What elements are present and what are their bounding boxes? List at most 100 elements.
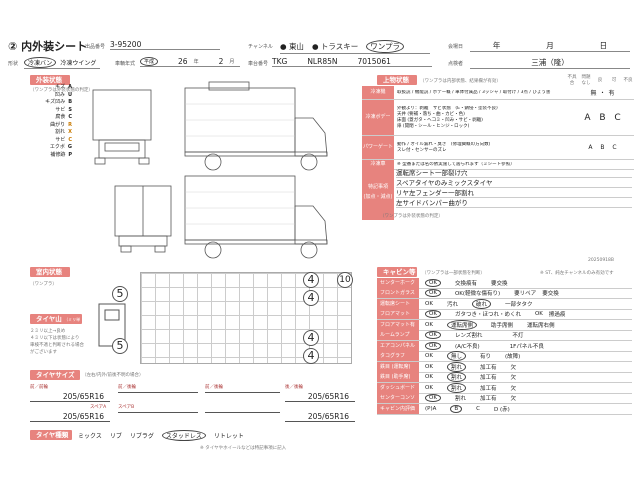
cabin-option[interactable]: 一部タタク bbox=[504, 301, 533, 308]
legend-label: サビ bbox=[55, 136, 66, 143]
front-rear-tire-label: 前／後輪 bbox=[118, 385, 136, 390]
cabin-option[interactable]: OK bbox=[425, 341, 441, 350]
cabin-option[interactable]: C bbox=[476, 405, 480, 412]
top-status-row: 冷凍ボデー外観より：剥離 サビ状態 (E・錆侵・塗装不良) 天井 (要補・落ち・… bbox=[362, 100, 634, 136]
tire-type-option[interactable]: スタッドレス bbox=[161, 430, 206, 441]
cabin-option[interactable]: 助手席側 bbox=[490, 322, 513, 329]
model-label: 車台番号 bbox=[248, 61, 269, 67]
cabin-heading: キャビン等 bbox=[377, 267, 417, 277]
cabin-option[interactable]: OK bbox=[425, 363, 433, 370]
cabin-option[interactable]: 運転席側 bbox=[446, 319, 477, 330]
special-note-line: 左サイドバンパー曲がり bbox=[396, 198, 632, 208]
cabin-row-label: タコグラフ bbox=[377, 351, 419, 362]
cabin-right-note: ※ ST、純左チャンネルのみ有効です bbox=[540, 271, 614, 276]
cabin-row-label: 鉄目 (運転席) bbox=[377, 361, 419, 372]
cabin-option[interactable]: 加工有 bbox=[479, 364, 497, 371]
cabin-option[interactable]: OK bbox=[425, 353, 433, 360]
cabin-option[interactable]: 加工有 bbox=[479, 396, 497, 403]
cabin-option[interactable]: OK bbox=[425, 278, 441, 287]
cabin-option[interactable]: OK bbox=[425, 310, 441, 319]
tire-depth-rear-left-inner: 4 bbox=[303, 290, 319, 306]
tire-type-option[interactable]: リブ bbox=[109, 433, 122, 440]
tire-size-rear-right: 205/65R16 bbox=[285, 392, 355, 402]
form-version: 20250918B bbox=[588, 258, 614, 263]
cabin-option[interactable]: 欠 bbox=[510, 375, 516, 382]
tire-size-spare-b bbox=[118, 412, 198, 413]
top-col-header: 不具合 bbox=[567, 75, 577, 86]
top-status-result[interactable]: A B C bbox=[584, 112, 624, 123]
cabin-option[interactable]: 破れ bbox=[471, 298, 491, 309]
cabin-option[interactable]: ガタつき・ほつれ・めくれ bbox=[454, 312, 521, 319]
cabin-option[interactable]: OK bbox=[425, 331, 441, 340]
top-status-note: （ワンプラは内部状態、結果欄が有効） bbox=[420, 79, 501, 84]
top-status-text: ※ 型番または名の依実施して居られます（ミシート参照） bbox=[397, 161, 515, 167]
cabin-option[interactable]: 要交換 bbox=[542, 291, 559, 298]
channel-wanpura[interactable]: ワンプラ bbox=[366, 40, 405, 53]
top-status-row: 冷凍機取扱説 / 機能説 / ボデー概 / 車体付属品 / 3ッシャ / 取付け… bbox=[362, 86, 634, 100]
top-status-result[interactable]: 無・有 bbox=[590, 90, 618, 97]
legend-label: サビ bbox=[55, 106, 66, 113]
cabin-option[interactable]: 加工有 bbox=[479, 375, 497, 382]
cabin-option[interactable]: OK bbox=[425, 300, 433, 307]
tire-type-label: タイヤ種類 bbox=[30, 430, 72, 440]
cabin-option[interactable]: D (赤) bbox=[494, 406, 510, 413]
cabin-option[interactable]: 要交換 bbox=[490, 280, 508, 287]
cabin-option[interactable]: OK bbox=[425, 394, 441, 403]
cabin-option[interactable]: (A/C不良) bbox=[454, 343, 480, 350]
interior-heading: 室内状態 bbox=[30, 267, 70, 277]
tire-type-option[interactable]: リブラグ bbox=[129, 433, 154, 440]
cabin-option[interactable]: レンズ割れ bbox=[454, 333, 483, 340]
cabin-option[interactable]: 加工有 bbox=[479, 385, 497, 392]
cabin-option[interactable]: (P)A bbox=[425, 405, 437, 412]
date-fields: 年月日 bbox=[470, 40, 630, 52]
cabin-option[interactable]: 割れ bbox=[446, 361, 466, 372]
cabin-option[interactable]: 運転席右側 bbox=[526, 322, 555, 329]
top-status-text: 取扱説 / 機能説 / ボデー概 / 車体付属品 / 3ッシャ / 取付け / … bbox=[397, 89, 551, 95]
tire-type-option[interactable]: リトレット bbox=[213, 433, 244, 440]
cabin-option[interactable]: 不灯 bbox=[512, 333, 524, 340]
cabin-option[interactable]: 1Fパネル不良 bbox=[509, 343, 544, 350]
cabin-option[interactable]: 割れ bbox=[446, 382, 466, 393]
tire-type-option[interactable]: ミックス bbox=[78, 433, 102, 440]
legend-label: 割れ bbox=[55, 129, 66, 135]
cabin-option[interactable]: 欠 bbox=[510, 385, 516, 392]
tire-size-extra-1 bbox=[205, 412, 280, 413]
cabin-row-label: ダッシュボード bbox=[377, 382, 419, 393]
cabin-option[interactable]: 汚れ bbox=[446, 301, 458, 308]
cabin-option[interactable]: OK(軽微な傷有り) bbox=[454, 291, 501, 298]
channel-higashiyama[interactable]: ● 東山 bbox=[280, 42, 304, 51]
cabin-option[interactable]: 割れ bbox=[446, 372, 466, 383]
cabin-option[interactable]: OK bbox=[425, 289, 441, 298]
cabin-option[interactable]: OK bbox=[425, 384, 433, 391]
tire-depth-note-line: ２ミリ以上→良め bbox=[30, 329, 66, 334]
cabin-row: フロアマット OK ガタつき・ほつれ・めくれ OK 擦過痕 bbox=[377, 309, 632, 320]
cabin-row-label: フロアマット bbox=[377, 309, 419, 320]
cabin-option[interactable]: OK bbox=[534, 311, 543, 318]
cabin-option[interactable]: OK bbox=[425, 321, 433, 328]
cabin-option[interactable]: 欠 bbox=[510, 396, 516, 403]
cabin-option[interactable]: 交換痕有 bbox=[454, 280, 477, 287]
channel-truskey[interactable]: ● トラスキー bbox=[311, 42, 359, 51]
cabin-option[interactable]: 要リペア bbox=[514, 291, 537, 298]
tire-depth-note-line: がございます bbox=[30, 350, 57, 355]
cabin-row: ダッシュボード OK 割れ 加工有 欠 bbox=[377, 382, 632, 394]
cabin-option[interactable]: B bbox=[450, 404, 463, 413]
cabin-option[interactable]: OK bbox=[425, 374, 433, 381]
cabin-option[interactable]: 割れ bbox=[454, 396, 466, 403]
top-status-result[interactable]: A B C bbox=[588, 144, 620, 151]
vehicle-diagram bbox=[92, 81, 328, 259]
exterior-note: （ワンプラは外装状態の判定） bbox=[30, 88, 93, 93]
cabin-option[interactable]: 無し bbox=[446, 351, 466, 362]
tire-type-options: ミックスリブリブラグスタッドレスリトレット bbox=[78, 430, 244, 441]
channel-options: ● 東山 ● トラスキー ワンプラ bbox=[280, 40, 430, 54]
cabin-option[interactable]: (故障) bbox=[504, 354, 521, 361]
cabin-option[interactable]: 有り bbox=[479, 354, 491, 361]
cabin-option[interactable]: 擦過痕 bbox=[548, 312, 566, 319]
legend-code: R bbox=[68, 121, 72, 128]
cabin-option[interactable]: 欠 bbox=[510, 364, 516, 371]
